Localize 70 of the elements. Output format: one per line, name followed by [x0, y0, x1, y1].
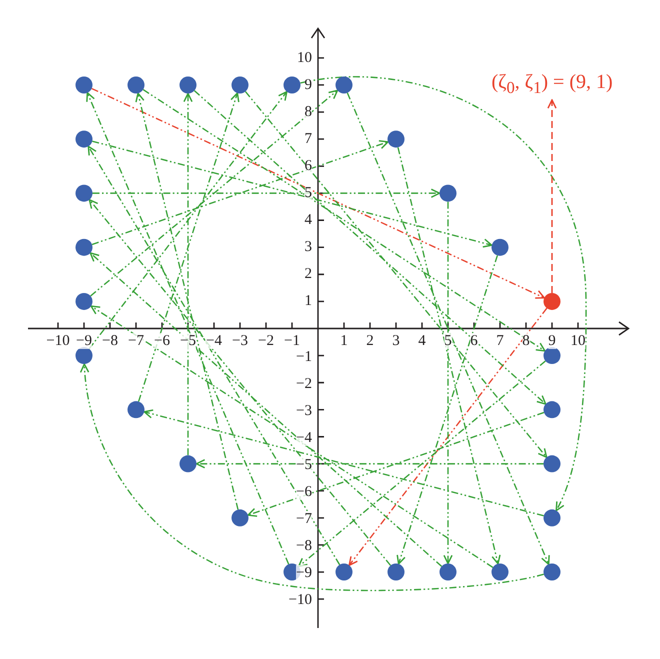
point-marker	[544, 564, 560, 581]
point-marker	[388, 564, 404, 581]
arrow	[86, 92, 290, 564]
tick-label: −4	[206, 333, 222, 349]
point-marker	[544, 292, 560, 310]
arrow	[92, 188, 440, 198]
tick-label: −5	[180, 333, 196, 349]
point-marker	[544, 401, 560, 418]
arrow	[298, 360, 546, 568]
point-marker	[76, 292, 92, 310]
point-marker	[492, 238, 508, 256]
tick-label: −9	[76, 333, 92, 349]
arrow	[300, 76, 587, 512]
arrow	[92, 140, 389, 246]
point-marker	[128, 401, 144, 418]
coordinate-label: (ζ$_{0}$, ζ$_{1}$) = (9, 1)	[492, 70, 613, 100]
tick-label: −6	[296, 484, 312, 500]
point-marker	[336, 564, 352, 581]
arrow	[346, 92, 550, 565]
tick-label: 9	[548, 333, 556, 349]
arrow	[547, 99, 557, 293]
tick-label: −6	[154, 333, 170, 349]
point-marker	[440, 564, 456, 581]
point-marker	[76, 238, 92, 256]
arrow	[194, 90, 546, 405]
tick-label: −5	[296, 456, 312, 473]
tick-label: 10	[570, 333, 586, 349]
point-marker	[284, 76, 300, 94]
point-marker	[232, 509, 248, 526]
point-marker	[76, 76, 92, 94]
point-marker	[232, 76, 248, 94]
arrow	[80, 363, 544, 592]
arrow	[348, 308, 548, 566]
point-marker	[492, 564, 508, 581]
arrow	[183, 92, 193, 456]
arrow	[90, 305, 494, 568]
arrow	[397, 147, 501, 564]
arrow	[443, 202, 453, 564]
point-marker	[440, 184, 456, 202]
tick-label: 6	[304, 158, 312, 174]
point-marker	[76, 130, 92, 148]
arrow	[196, 459, 544, 468]
arrow	[396, 255, 498, 565]
tick-label: −4	[296, 430, 312, 446]
point-marker	[76, 347, 92, 364]
point-marker	[544, 455, 560, 472]
point-marker	[336, 76, 352, 94]
point-marker	[544, 347, 560, 364]
tick-label: −9	[296, 565, 312, 582]
arrow	[142, 89, 546, 352]
point-marker	[128, 76, 144, 94]
arrow	[90, 252, 442, 567]
tick-label: 8	[304, 104, 312, 120]
arrow	[135, 92, 239, 510]
point-marker	[544, 509, 560, 526]
arrow	[91, 88, 545, 299]
arrow	[92, 140, 492, 248]
arrow	[90, 90, 338, 296]
arrow	[88, 199, 392, 566]
arrow	[88, 146, 340, 566]
tick-label: 5	[444, 333, 452, 349]
point-marker	[76, 184, 92, 202]
point-marker	[180, 455, 196, 472]
arrow	[144, 409, 544, 516]
tick-label: 5	[304, 185, 312, 202]
arrow	[244, 91, 548, 458]
point-marker	[388, 130, 404, 148]
arrow	[138, 92, 240, 402]
arrow	[247, 412, 544, 517]
point-marker	[180, 76, 196, 94]
